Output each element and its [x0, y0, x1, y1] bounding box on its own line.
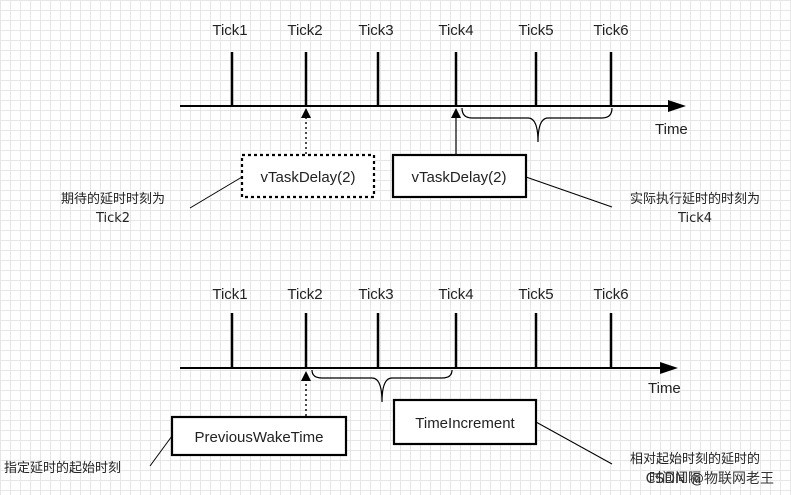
bottom-timeline: Time Tick1 Tick2 Tick3 Tick4 Tick5 Tick6…	[4, 286, 760, 486]
actual-note-connector	[525, 176, 613, 208]
expected-delay-box	[240, 153, 376, 199]
wake-note-connector	[149, 435, 173, 467]
top-tick-label-1: Tick1	[212, 22, 247, 39]
top-tick-label-2: Tick2	[287, 22, 322, 39]
top-tick-label-3: Tick3	[358, 22, 393, 39]
bottom-wake-arrowhead	[301, 371, 311, 381]
increment-note-line-1: 相对起始时刻的延时的	[630, 451, 760, 467]
previous-wake-time-box	[170, 415, 348, 457]
top-tick-label-4: Tick4	[438, 22, 473, 39]
actual-note-line-1: 实际执行延时的时刻为	[630, 191, 760, 207]
top-axis-label: Time	[655, 121, 688, 138]
expected-note-line-1: 期待的延时时刻为	[61, 191, 165, 207]
actual-note-line-2: Tick4	[677, 211, 712, 226]
top-tick-label-6: Tick6	[593, 22, 628, 39]
actual-delay-label: vTaskDelay(2)	[411, 169, 506, 186]
top-expected-arrowhead	[301, 108, 311, 118]
previous-wake-time-label: PreviousWakeTime	[195, 429, 324, 446]
csdn-watermark: CSDN @物联网老王	[646, 471, 774, 487]
actual-delay-box	[391, 153, 528, 199]
bottom-axis-arrowhead	[660, 362, 678, 374]
bottom-tick-label-1: Tick1	[212, 286, 247, 303]
bottom-tick-label-4: Tick4	[438, 286, 473, 303]
top-timeline: Time Tick1 Tick2 Tick3 Tick4 Tick5 Tick6…	[61, 22, 760, 226]
increment-note-connector	[535, 421, 613, 465]
expected-note-connector	[189, 176, 243, 209]
bottom-tick-label-5: Tick5	[518, 286, 553, 303]
wake-note: 指定延时的起始时刻	[4, 460, 121, 476]
bottom-tick-label-3: Tick3	[358, 286, 393, 303]
bottom-tick-label-6: Tick6	[593, 286, 628, 303]
expected-note-line-2: Tick2	[95, 211, 130, 226]
top-tick-label-5: Tick5	[518, 22, 553, 39]
bottom-increment-brace	[311, 369, 453, 403]
top-axis-arrowhead	[668, 100, 686, 112]
top-actual-arrowhead	[451, 108, 461, 118]
time-increment-label: TimeIncrement	[415, 415, 515, 432]
expected-delay-label: vTaskDelay(2)	[260, 169, 355, 186]
bottom-axis-label: Time	[648, 380, 681, 397]
bottom-tick-label-2: Tick2	[287, 286, 322, 303]
top-delay-brace	[461, 107, 613, 143]
increment-note-line-2: 时间间隔	[649, 471, 701, 486]
